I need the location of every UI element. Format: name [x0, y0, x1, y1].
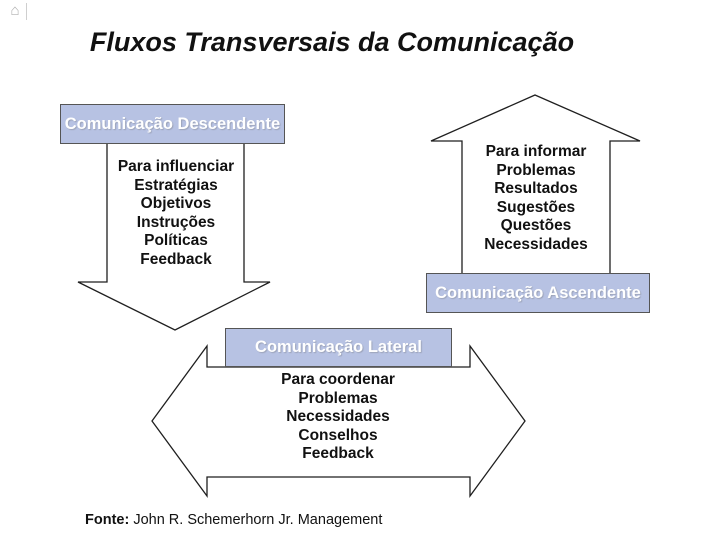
flow-item: Problemas: [496, 161, 576, 179]
flow-item: Questões: [500, 217, 572, 234]
flow-item: Instruções: [136, 213, 216, 231]
lateral-arrow-shape: [151, 344, 526, 498]
source-citation: Fonte: John R. Schemerhorn Jr. Managemen…: [85, 512, 382, 528]
flow-item: Para coordenar: [281, 371, 395, 388]
flow-item: Necessidades: [286, 408, 390, 425]
flow-item: Necessidades: [484, 235, 588, 253]
flow-item: Políticas: [144, 232, 208, 249]
flow-item: Para informar: [485, 143, 587, 160]
descending-arrow-shape: [77, 140, 271, 331]
ascending-items: Para informar Problemas Resultados Suges…: [436, 143, 636, 254]
descending-label: Comunicação Descendente: [64, 114, 281, 133]
flow-item: Estratégias: [134, 176, 218, 194]
flow-item: Feedback: [140, 250, 212, 268]
flow-item: Para influenciar: [117, 158, 235, 175]
flow-item: Feedback: [302, 445, 374, 462]
flow-item: Objetivos: [140, 195, 212, 212]
descending-label-box: Comunicação Descendente: [60, 104, 285, 144]
toolbar-divider: [26, 3, 27, 20]
lateral-label-box: Comunicação Lateral: [225, 328, 452, 367]
flow-item: Conselhos: [298, 426, 378, 444]
home-icon: ⌂: [10, 2, 20, 19]
flow-item: Resultados: [494, 180, 578, 197]
lateral-label: Comunicação Lateral: [255, 338, 422, 356]
source-text: John R. Schemerhorn Jr. Management: [129, 512, 383, 528]
flow-item: Problemas: [298, 389, 378, 407]
ascending-label: Comunicação Ascendente: [435, 283, 641, 302]
flow-item: Sugestões: [496, 198, 576, 216]
lateral-items: Para coordenar Problemas Necessidades Co…: [238, 371, 438, 464]
source-label: Fonte:: [85, 512, 130, 528]
ascending-label-box: Comunicação Ascendente: [426, 273, 650, 313]
descending-items: Para influenciar Estratégias Objetivos I…: [76, 158, 276, 269]
page-title: Fluxos Transversais da Comunicação: [89, 27, 575, 57]
home-button[interactable]: ⌂: [6, 2, 24, 20]
